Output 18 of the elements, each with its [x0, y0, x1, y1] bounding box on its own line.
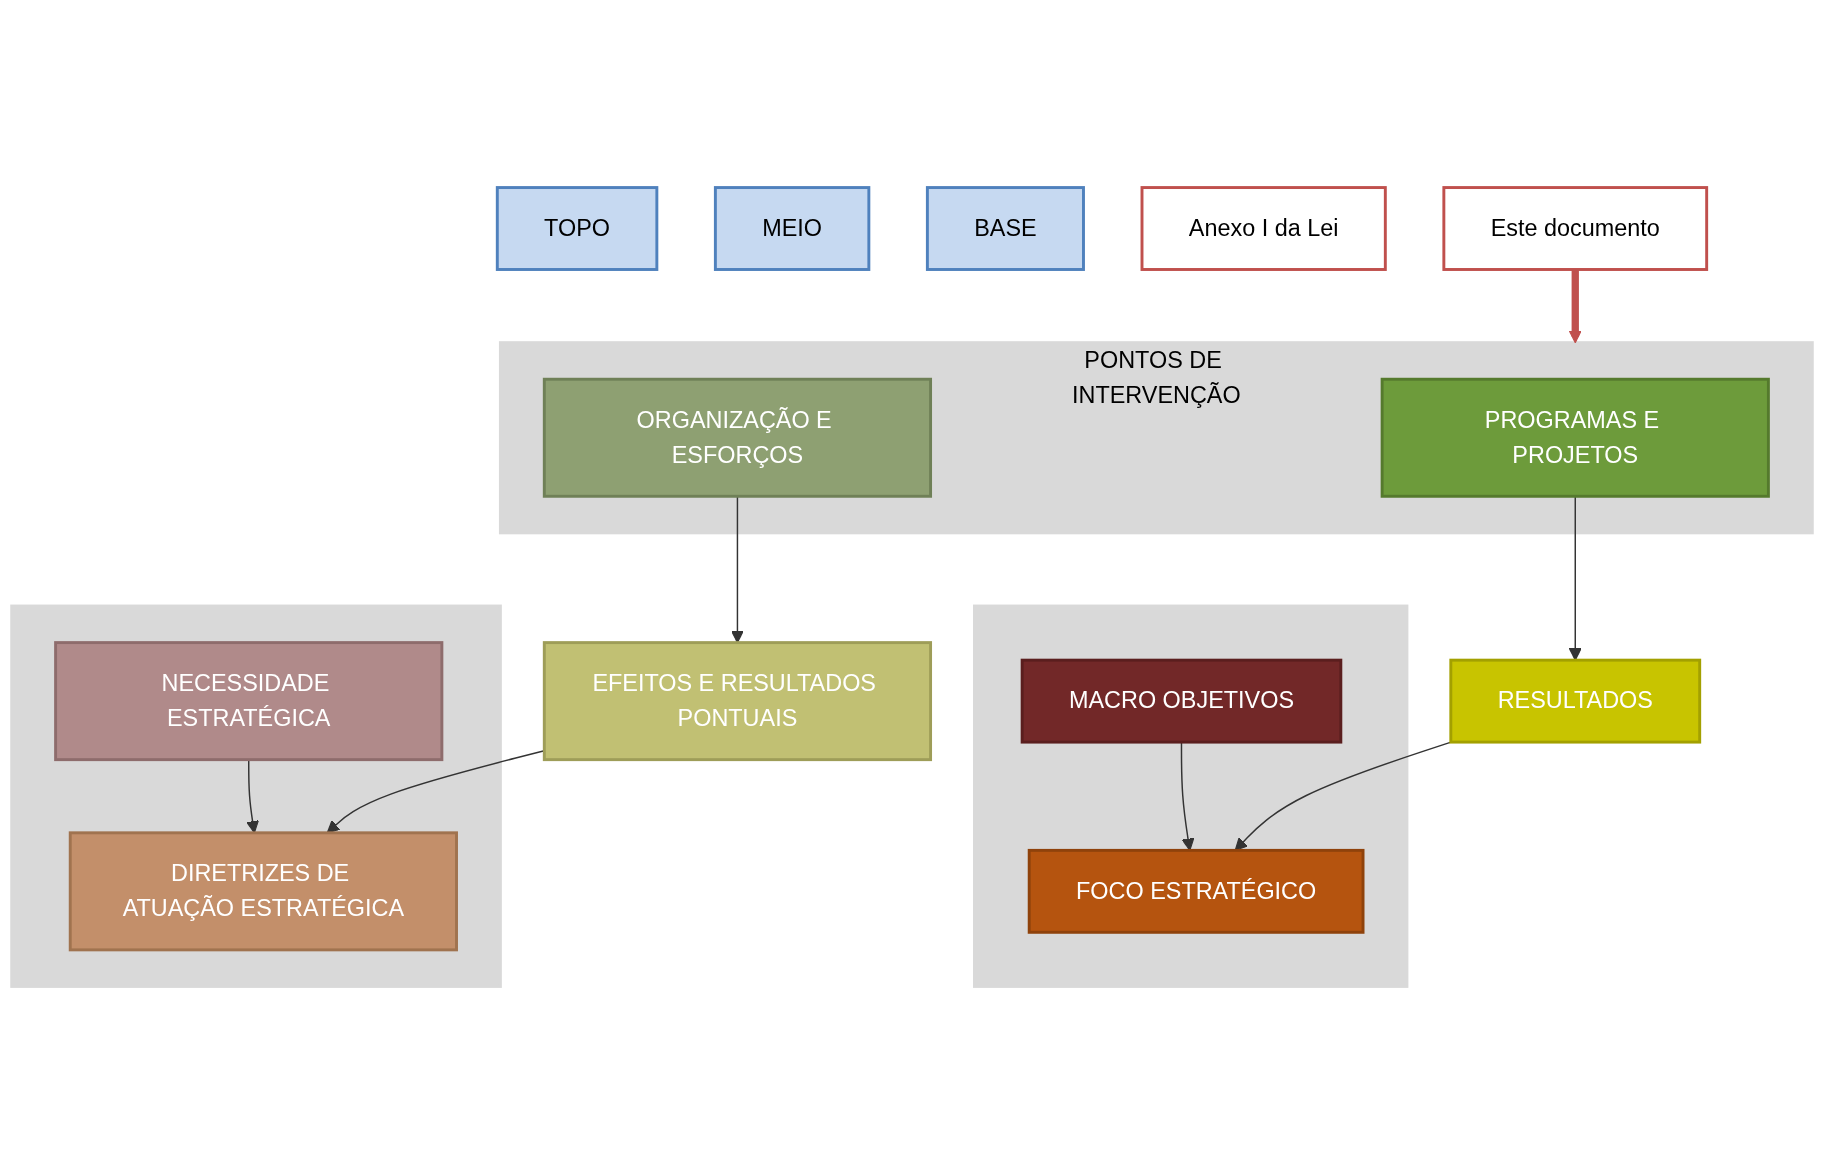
node-box: [1442, 186, 1709, 271]
cluster: [973, 604, 1409, 988]
arrow: [1234, 741, 1452, 851]
node-box: [68, 831, 458, 952]
node-box: [1380, 377, 1770, 498]
node-box: [495, 186, 659, 271]
node-box: [1020, 658, 1343, 744]
node-box: [542, 377, 933, 498]
node-box: [925, 186, 1085, 271]
node-box: [1027, 848, 1365, 934]
arrow: [1568, 269, 1582, 344]
node-box: [542, 641, 933, 762]
node-box: [713, 186, 871, 271]
cluster: [498, 341, 1814, 535]
node-box: [54, 641, 444, 762]
cluster: [10, 604, 502, 988]
node-box: [1449, 658, 1702, 744]
node-box: [1140, 186, 1387, 271]
